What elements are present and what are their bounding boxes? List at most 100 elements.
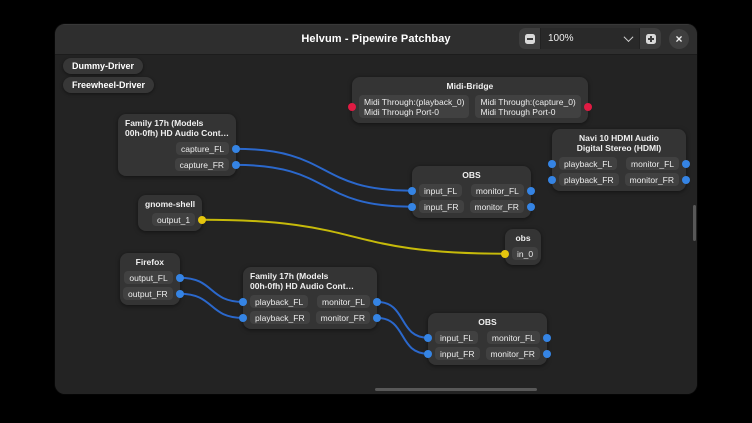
port[interactable]: capture_FL (176, 142, 230, 156)
port-dot[interactable] (501, 249, 509, 258)
node-obs-bottom[interactable]: OBS input_FL monitor_FL input_FR monitor_FR (424, 313, 551, 366)
port[interactable]: monitor_FR (315, 311, 371, 325)
port-dot[interactable] (232, 160, 241, 169)
port[interactable]: Midi Through:(capture_0)Midi Through Por… (475, 95, 581, 119)
zoom-out-button[interactable] (519, 28, 540, 49)
port[interactable]: output_FR (123, 287, 173, 301)
zoom-level-dropdown[interactable]: 100% (541, 28, 639, 49)
zoom-in-button[interactable] (640, 28, 661, 49)
port-dot[interactable] (542, 349, 551, 358)
port-label: monitor_FL (322, 296, 366, 307)
port-dot[interactable] (542, 333, 551, 342)
port-dot[interactable] (682, 159, 691, 168)
port-row: playback_FR monitor_FR (239, 310, 382, 325)
port[interactable]: input_FL (435, 331, 479, 345)
close-button[interactable]: × (669, 28, 689, 49)
port[interactable]: playback_FR (250, 311, 310, 325)
port[interactable]: monitor_FL (486, 331, 540, 345)
node-title-line: Navi 10 HDMI Audio (579, 133, 659, 143)
port-label: Midi Through Port-0 (480, 106, 556, 117)
port-dot[interactable] (682, 175, 691, 184)
node-title: OBS (412, 166, 531, 182)
port-row: playback_FL monitor_FL (239, 294, 382, 309)
port-group: playback_FR (548, 172, 622, 187)
port-dot[interactable] (373, 297, 382, 306)
node-obs-top[interactable]: OBS input_FL monitor_FL input_FR monitor_FR (408, 166, 535, 219)
titlebar[interactable]: Helvum - Pipewire Patchbay 100% × (55, 24, 697, 55)
port-dot[interactable] (239, 297, 247, 306)
node-title-line: OBS (462, 170, 481, 180)
port[interactable]: playback_FL (250, 295, 309, 309)
port-dot[interactable] (526, 202, 535, 211)
port[interactable]: monitor_FL (470, 184, 524, 198)
chevron-down-icon (623, 32, 634, 43)
port-dot[interactable] (408, 202, 416, 211)
port[interactable]: input_FR (435, 347, 480, 361)
node-title: OBS (428, 313, 547, 329)
port[interactable]: output_1 (151, 213, 196, 227)
port[interactable]: monitor_FR (469, 200, 524, 214)
port[interactable]: capture_FR (174, 158, 230, 172)
port-row: output_FL (120, 270, 184, 285)
port-dot[interactable] (548, 159, 556, 168)
port-group: input_FR (424, 346, 483, 361)
port-row: input_FL monitor_FL (408, 183, 535, 198)
port-label: input_FR (440, 348, 475, 359)
port[interactable]: monitor_FL (626, 157, 680, 171)
port-dot[interactable] (424, 349, 432, 358)
driver-node-freewheel-driver[interactable]: Freewheel-Driver (63, 77, 155, 93)
port-dot[interactable] (583, 102, 592, 111)
port-label: monitor_FL (631, 158, 675, 169)
port-label: output_FR (128, 288, 168, 299)
port[interactable]: monitor_FR (485, 347, 540, 361)
horizontal-scrollbar[interactable] (375, 388, 537, 391)
port-label: output_1 (156, 214, 191, 225)
port-dot[interactable] (175, 289, 184, 298)
port-row: output_FR (120, 286, 184, 301)
port-label: capture_FR (179, 159, 225, 170)
port[interactable]: input_FL (419, 184, 463, 198)
port[interactable]: in_0 (512, 247, 539, 261)
titlebar-controls: 100% × (519, 28, 689, 49)
port[interactable]: playback_FR (559, 173, 619, 187)
port[interactable]: monitor_FR (624, 173, 680, 187)
port-dot[interactable] (408, 186, 416, 195)
port[interactable]: playback_FL (559, 157, 618, 171)
node-title-line: OBS (478, 317, 497, 327)
port[interactable]: monitor_FL (317, 295, 371, 309)
port[interactable]: output_FL (124, 271, 173, 285)
port-group: capture_FL (173, 141, 241, 156)
port-dot[interactable] (232, 144, 241, 153)
driver-node-dummy-driver[interactable]: Dummy-Driver (63, 58, 144, 74)
port-label: playback_FR (255, 312, 305, 323)
port-dot[interactable] (175, 273, 184, 282)
node-title: Midi-Bridge (352, 77, 588, 93)
port-label: monitor_FR (629, 174, 675, 185)
node-title-line: Family 17h (Models (125, 118, 204, 128)
port-dot[interactable] (239, 313, 247, 322)
port-label: monitor_FR (474, 201, 519, 212)
port[interactable]: Midi Through:(playback_0)Midi Through Po… (359, 95, 470, 119)
port-dot[interactable] (548, 175, 556, 184)
port-dot[interactable] (526, 186, 535, 195)
port-dot[interactable] (424, 333, 432, 342)
port-dot[interactable] (198, 215, 207, 224)
port-label: Midi Through:(playback_0) (364, 96, 465, 107)
port[interactable]: input_FR (419, 200, 464, 214)
node-title-line: 00h-0fh) HD Audio Cont… (125, 128, 230, 139)
vertical-scrollbar[interactable] (693, 205, 696, 241)
window-title: Helvum - Pipewire Patchbay (301, 33, 451, 45)
port-label: input_FR (424, 201, 459, 212)
port-label: monitor_FR (490, 348, 535, 359)
port-group: playback_FL (548, 156, 620, 171)
port-dot[interactable] (348, 102, 356, 111)
port-dot[interactable] (373, 313, 382, 322)
